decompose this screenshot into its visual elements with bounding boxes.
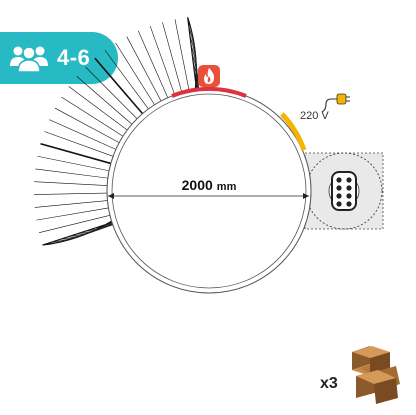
- capacity-badge: 4-6: [0, 32, 118, 84]
- bench-support: [174, 19, 190, 92]
- bench-support: [34, 200, 108, 208]
- plug-icon: [321, 93, 350, 113]
- heater-unit: [304, 152, 384, 230]
- bench-support: [68, 86, 128, 131]
- bench-support: [61, 96, 124, 137]
- bench-support: [49, 119, 117, 150]
- bench-support: [115, 42, 155, 105]
- bench-support: [76, 76, 133, 125]
- stairs-icon: [352, 346, 400, 404]
- bench-support: [37, 155, 110, 172]
- bench-support: [38, 215, 111, 234]
- bench-support: [34, 192, 108, 195]
- bench-support: [104, 50, 149, 110]
- bench-support: [44, 131, 114, 157]
- fire-icon: [198, 65, 220, 87]
- people-icon: [10, 46, 48, 73]
- bench-support: [54, 107, 120, 143]
- capacity-label: 4-6: [57, 45, 91, 70]
- bench-support: [35, 168, 108, 179]
- power-mark: [280, 112, 307, 151]
- bench-support: [34, 181, 108, 186]
- bench-support: [149, 26, 176, 96]
- bench-support: [138, 30, 169, 98]
- bench-section-divider: [94, 57, 144, 115]
- stairs-quantity: x3: [320, 375, 338, 392]
- filter-cartridge-icon: [331, 171, 357, 211]
- diameter-dimension: [108, 193, 309, 199]
- heater-mark: [171, 86, 247, 98]
- bench-section-divider: [40, 142, 112, 165]
- bench-support: [126, 36, 162, 102]
- bench-support: [36, 207, 109, 221]
- bench-support: [85, 66, 138, 119]
- voltage-label: 220 V: [300, 110, 329, 122]
- bench-support: [162, 22, 183, 93]
